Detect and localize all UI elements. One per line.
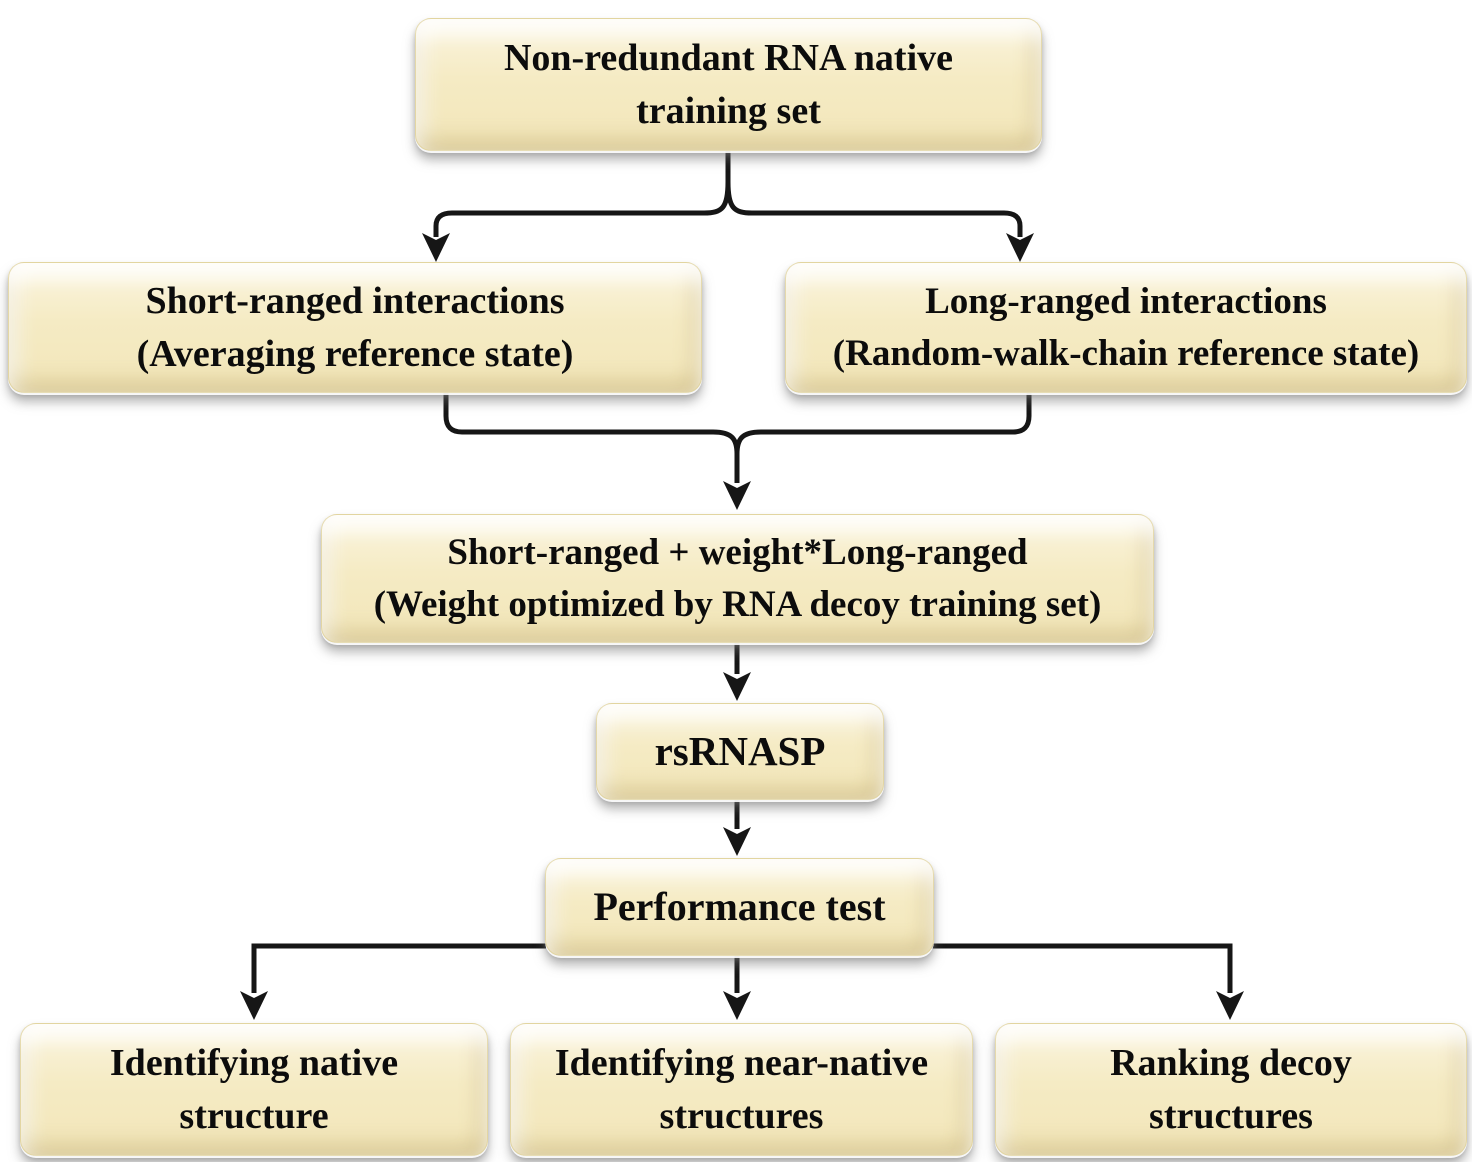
arrowhead-rsrnasp xyxy=(723,672,751,701)
connector-test-left xyxy=(251,943,546,993)
node-label-line: structures xyxy=(659,1094,824,1137)
node-label-line: Short-ranged interactions xyxy=(145,280,565,323)
node-label-line: structures xyxy=(1149,1094,1313,1137)
node-long-ranged: Long-ranged interactions (Random-walk-ch… xyxy=(785,262,1467,393)
node-combined-potential: Short-ranged + weight*Long-ranged (Weigh… xyxy=(321,514,1154,643)
arrowhead-test-left xyxy=(240,991,268,1020)
node-label-line: Performance test xyxy=(593,884,886,930)
node-label-line: Short-ranged + weight*Long-ranged xyxy=(447,532,1028,574)
arrowhead-test-right xyxy=(1216,991,1244,1020)
node-identifying-near-native: Identifying near-native structures xyxy=(510,1023,973,1156)
node-short-ranged: Short-ranged interactions (Averaging ref… xyxy=(8,262,702,393)
node-label-line: Ranking decoy xyxy=(1110,1042,1352,1085)
node-label-line: Identifying native xyxy=(109,1042,399,1085)
node-label-line: (Averaging reference state) xyxy=(136,332,574,375)
arrowhead-merge xyxy=(723,481,751,510)
connector-test-right xyxy=(931,943,1233,993)
node-label-line: (Weight optimized by RNA decoy training … xyxy=(373,583,1102,625)
node-rsrnasp: rsRNASP xyxy=(596,703,884,800)
node-label-line: Identifying near-native xyxy=(554,1042,929,1085)
connector-split-left xyxy=(433,150,731,237)
node-label-line: rsRNASP xyxy=(654,728,826,775)
connector-merge-right xyxy=(734,391,1032,455)
node-label-line: Long-ranged interactions xyxy=(925,281,1327,323)
node-performance-test: Performance test xyxy=(545,858,934,956)
arrowhead-split-left xyxy=(422,233,450,262)
node-label-line: training set xyxy=(636,89,821,132)
arrowhead-performance xyxy=(723,827,751,856)
node-label-line: (Random-walk-chain reference state) xyxy=(832,332,1420,374)
node-training-set: Non-redundant RNA native training set xyxy=(415,18,1042,151)
connector-split-right xyxy=(725,150,1023,237)
arrowhead-test-center xyxy=(723,991,751,1020)
connector-merge-left xyxy=(443,391,740,455)
arrowhead-split-right xyxy=(1006,233,1034,262)
node-ranking-decoy: Ranking decoy structures xyxy=(995,1023,1467,1156)
node-label-line: structure xyxy=(179,1094,329,1137)
node-label-line: Non-redundant RNA native xyxy=(503,37,954,80)
node-identifying-native: Identifying native structure xyxy=(20,1023,488,1156)
